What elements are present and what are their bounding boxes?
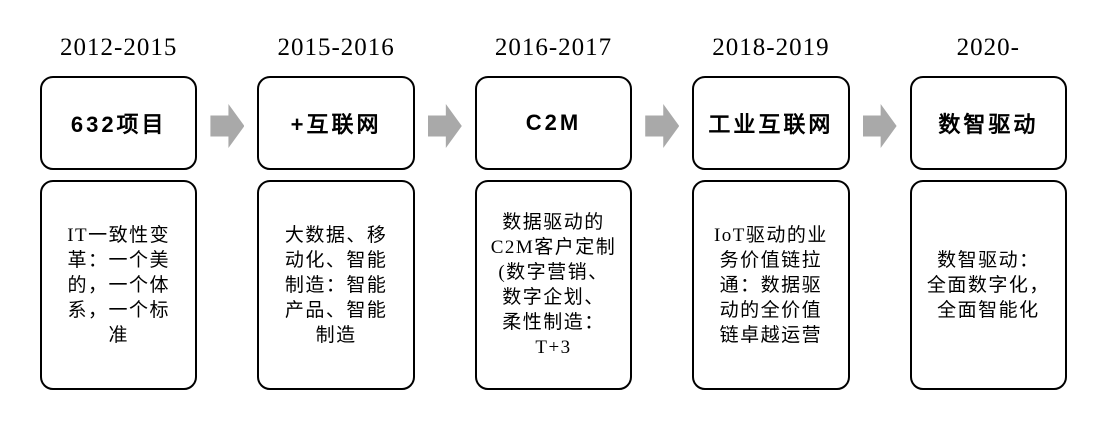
stage-years: 2018-2019 bbox=[712, 34, 830, 61]
stage-description: 数智驱动： 全面数字化， 全面智能化 bbox=[926, 249, 1050, 321]
arrow-wrapper bbox=[197, 104, 257, 148]
stage-title: 数智驱动 bbox=[938, 112, 1039, 137]
stage-title-box: C2M bbox=[474, 76, 633, 170]
stage-title-box: 632项目 bbox=[40, 76, 198, 170]
stage-column-2020: 2020- 数智驱动 数智驱动： 全面数字化， 全面智能化 bbox=[909, 25, 1068, 390]
right-arrow-icon bbox=[862, 104, 897, 148]
right-arrow-icon bbox=[427, 104, 462, 148]
arrow-wrapper bbox=[850, 104, 910, 148]
stage-description: 大数据、移 动化、智能 制造：智能 产品、智能 制造 bbox=[284, 224, 388, 346]
stage-description-box: IoT驱动的业 务价值链拉 通：数据驱 动的全价值 链卓越运营 bbox=[692, 180, 850, 390]
stage-description: IT一致性变 革：一个美 的，一个体 系，一个标 准 bbox=[67, 224, 171, 346]
stage-description-box: IT一致性变 革：一个美 的，一个体 系，一个标 准 bbox=[40, 180, 198, 390]
stage-years: 2012-2015 bbox=[60, 34, 178, 61]
stage-column-2015-2016: 2015-2016 +互联网 大数据、移 动化、智能 制造：智能 产品、智能 制… bbox=[257, 25, 415, 390]
arrow-wrapper bbox=[415, 104, 475, 148]
stage-years: 2015-2016 bbox=[277, 34, 395, 61]
stage-description-box: 数智驱动： 全面数字化， 全面智能化 bbox=[909, 180, 1068, 390]
stage-title: 工业互联网 bbox=[708, 112, 834, 137]
stage-title: 632项目 bbox=[70, 112, 167, 137]
stage-description-box: 大数据、移 动化、智能 制造：智能 产品、智能 制造 bbox=[257, 180, 415, 390]
stage-title-box: 工业互联网 bbox=[692, 76, 850, 170]
stage-description: IoT驱动的业 务价值链拉 通：数据驱 动的全价值 链卓越运营 bbox=[713, 224, 828, 346]
stage-title: C2M bbox=[525, 110, 582, 135]
stage-description: 数据驱动的 C2M客户定制 (数字营销、 数字企划、 柔性制造： T+3 bbox=[490, 212, 617, 358]
right-arrow-icon bbox=[210, 104, 245, 148]
stage-description-box: 数据驱动的 C2M客户定制 (数字营销、 数字企划、 柔性制造： T+3 bbox=[474, 180, 633, 390]
right-arrow-icon bbox=[645, 104, 680, 148]
stage-title-box: +互联网 bbox=[257, 76, 415, 170]
stage-title-box: 数智驱动 bbox=[909, 76, 1068, 170]
stage-years: 2020- bbox=[956, 34, 1020, 61]
stage-column-2018-2019: 2018-2019 工业互联网 IoT驱动的业 务价值链拉 通：数据驱 动的全价… bbox=[692, 25, 850, 390]
stage-title: +互联网 bbox=[290, 112, 382, 137]
timeline-diagram: 2012-2015 632项目 IT一致性变 革：一个美 的，一个体 系，一个标… bbox=[40, 25, 1068, 390]
stage-column-2016-2017: 2016-2017 C2M 数据驱动的 C2M客户定制 (数字营销、 数字企划、… bbox=[474, 25, 633, 390]
arrow-wrapper bbox=[632, 104, 692, 148]
stage-column-2012-2015: 2012-2015 632项目 IT一致性变 革：一个美 的，一个体 系，一个标… bbox=[40, 25, 198, 390]
stage-years: 2016-2017 bbox=[494, 34, 613, 61]
